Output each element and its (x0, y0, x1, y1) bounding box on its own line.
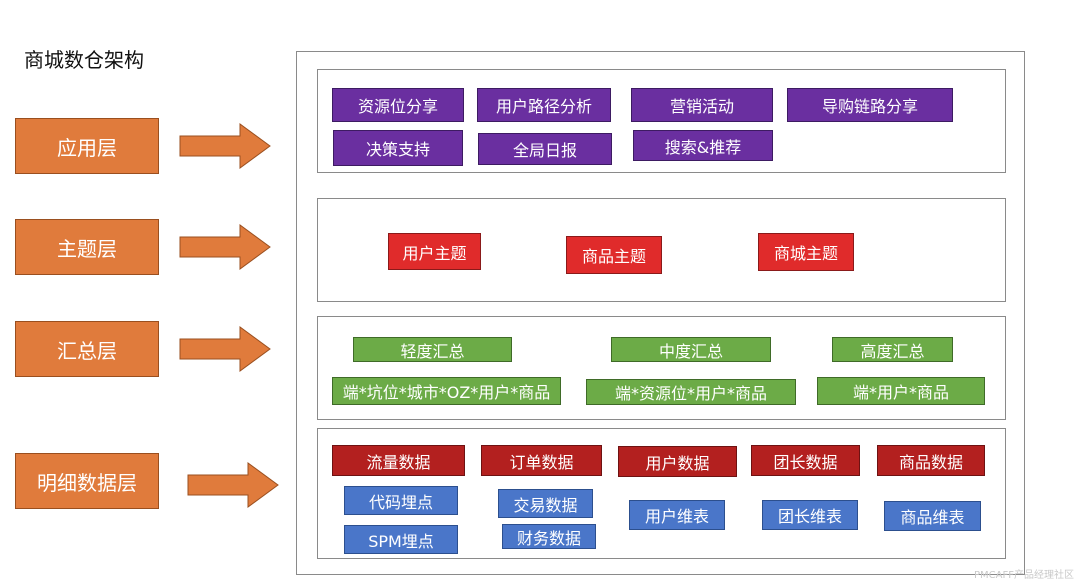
summary-dimension: 端*用户*商品 (817, 377, 985, 405)
summary-dimension: 端*坑位*城市*OZ*用户*商品 (332, 377, 561, 405)
panel-summary (317, 316, 1006, 420)
theme-item: 用户主题 (388, 233, 481, 270)
layer-label-summary: 汇总层 (15, 321, 159, 377)
summary-level: 中度汇总 (611, 337, 771, 362)
arrow-detail (187, 462, 279, 508)
detail-sub-item: 商品维表 (884, 501, 981, 531)
app-item: 用户路径分析 (477, 88, 611, 122)
detail-sub-item: 财务数据 (502, 524, 596, 549)
detail-category: 流量数据 (332, 445, 465, 476)
arrow-theme (179, 224, 271, 270)
panel-application (317, 69, 1006, 173)
panel-detail (317, 428, 1006, 559)
detail-sub-item: 交易数据 (498, 489, 593, 518)
app-item: 导购链路分享 (787, 88, 953, 122)
layer-label-application: 应用层 (15, 118, 159, 174)
app-item: 营销活动 (631, 88, 773, 122)
detail-category: 订单数据 (481, 445, 602, 476)
detail-category: 用户数据 (618, 446, 737, 477)
detail-sub-item: 代码埋点 (344, 486, 458, 515)
summary-dimension: 端*资源位*用户*商品 (586, 379, 796, 405)
app-item: 决策支持 (333, 130, 463, 166)
layer-label-detail: 明细数据层 (15, 453, 159, 509)
app-item: 资源位分享 (332, 88, 464, 122)
arrow-application (179, 123, 271, 169)
detail-sub-item: SPM埋点 (344, 525, 458, 554)
app-item: 全局日报 (478, 133, 612, 165)
detail-sub-item: 团长维表 (762, 500, 858, 530)
detail-sub-item: 用户维表 (629, 500, 725, 530)
panel-theme (317, 198, 1006, 302)
app-item: 搜索&推荐 (633, 130, 773, 161)
theme-item: 商城主题 (758, 233, 854, 271)
summary-level: 高度汇总 (832, 337, 953, 362)
page-title: 商城数仓架构 (24, 48, 144, 72)
summary-level: 轻度汇总 (353, 337, 512, 362)
architecture-frame (296, 51, 1025, 575)
watermark: PMCAFF产品经理社区 (974, 570, 1074, 581)
layer-label-theme: 主题层 (15, 219, 159, 275)
theme-item: 商品主题 (566, 236, 662, 274)
detail-category: 商品数据 (877, 445, 985, 476)
detail-category: 团长数据 (751, 445, 860, 476)
arrow-summary (179, 326, 271, 372)
